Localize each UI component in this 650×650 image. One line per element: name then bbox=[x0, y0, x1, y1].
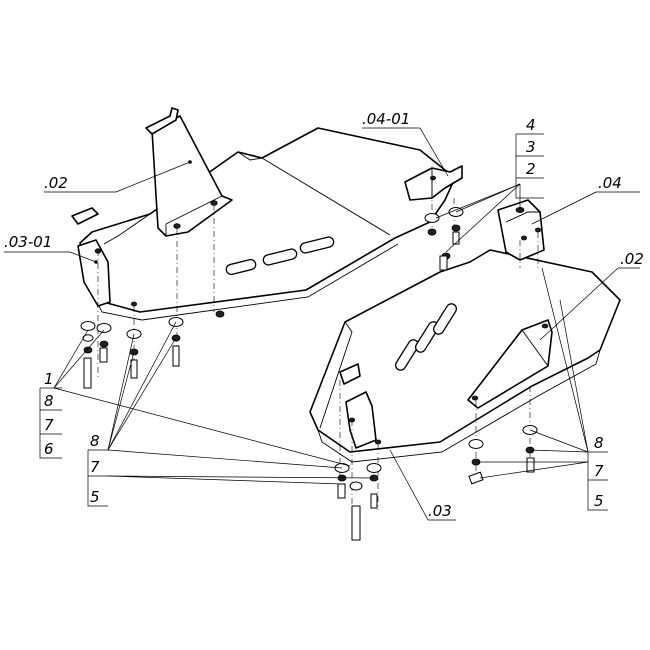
callout-8-left: 8 bbox=[44, 392, 54, 410]
left-front-bracket bbox=[71, 207, 137, 307]
right-skid-plate bbox=[309, 249, 621, 463]
callout-7-right: 7 bbox=[594, 462, 604, 480]
callout-1: 1 bbox=[44, 370, 54, 388]
right-upright-bracket bbox=[467, 319, 553, 409]
callout-02-left: .02 bbox=[44, 174, 68, 192]
callout-7-left2: 7 bbox=[90, 458, 100, 476]
callout-6: 6 bbox=[44, 440, 54, 458]
callout-3: 3 bbox=[526, 138, 536, 156]
callout-03-01: .03-01 bbox=[4, 233, 52, 251]
callout-04: .04 bbox=[598, 174, 622, 192]
hardware-middle bbox=[424, 207, 464, 271]
callout-8-right: 8 bbox=[594, 434, 604, 452]
left-skid-plate bbox=[79, 127, 456, 321]
bracket-04-01 bbox=[404, 165, 463, 201]
callout-03: .03 bbox=[428, 502, 452, 520]
callout-02-right: .02 bbox=[620, 250, 644, 268]
callout-4: 4 bbox=[526, 116, 536, 134]
callout-7-left: 7 bbox=[44, 416, 54, 434]
callout-5-left2: 5 bbox=[90, 488, 100, 506]
leader-lines bbox=[4, 127, 640, 521]
right-front-bracket bbox=[339, 363, 382, 449]
callout-2: 2 bbox=[526, 160, 536, 178]
left-upright-bracket bbox=[145, 107, 233, 237]
hardware-left bbox=[80, 310, 225, 389]
callout-labels: .02 .04-01 .03-01 .04 .02 .03 4 3 2 1 8 … bbox=[4, 110, 644, 520]
callout-8-left2: 8 bbox=[90, 432, 100, 450]
callout-04-01: .04-01 bbox=[362, 110, 410, 128]
callout-5-right: 5 bbox=[594, 492, 604, 510]
bracket-04 bbox=[497, 199, 545, 261]
